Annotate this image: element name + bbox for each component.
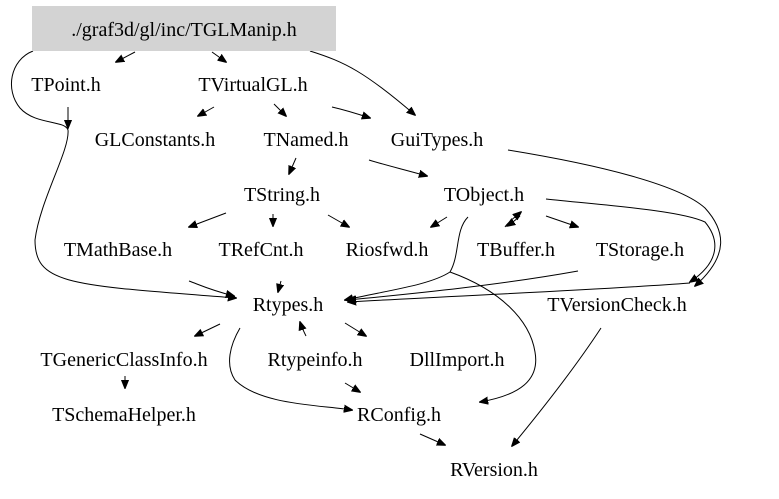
node-label: GLConstants.h [95,129,216,151]
node-label: TStorage.h [596,239,684,261]
node-tstring[interactable]: TString.h [244,184,320,206]
node-rtypeinfo[interactable]: Rtypeinfo.h [268,349,363,371]
node-label: TVirtualGL.h [198,74,307,96]
node-glconstants[interactable]: GLConstants.h [95,129,216,151]
node-label: TVersionCheck.h [547,294,686,316]
node-label: Rtypeinfo.h [268,349,363,371]
node-tnamed[interactable]: TNamed.h [264,129,349,151]
node-label: TPoint.h [31,74,100,96]
node-label: GuiTypes.h [391,129,483,151]
node-label: TMathBase.h [64,239,172,261]
edge-rtypes-to-rtypeinfo [300,322,306,337]
node-label: Riosfwd.h [346,239,429,261]
node-tversioncheck[interactable]: TVersionCheck.h [547,294,686,316]
edge-rconfig-to-rversion [419,433,445,445]
node-label: TSchemaHelper.h [52,404,196,426]
node-tstorage[interactable]: TStorage.h [596,239,684,261]
node-tschemahelper[interactable]: TSchemaHelper.h [52,404,196,426]
node-tgenericclassinfo[interactable]: TGenericClassInfo.h [40,349,207,371]
node-label: DllImport.h [410,349,505,371]
node-label: RVersion.h [450,459,538,481]
edge-tnamed-to-tstring [289,157,297,174]
edge-tglmanip-to-guitypes [309,50,415,115]
edge-rtypes-to-tgenericclassinfo [195,323,221,336]
node-label: RConfig.h [357,404,441,426]
edge-tobject-to-rconfig [449,271,537,402]
node-dllimport[interactable]: DllImport.h [410,349,505,371]
edge-tvirtualgl-to-tnamed [273,103,286,116]
edge-tobject-to-tstorage [545,215,578,227]
node-label: TObject.h [444,184,524,206]
node-trefcnt[interactable]: TRefCnt.h [219,239,304,261]
edge-rtypeinfo-to-rconfig [344,382,360,392]
edge-tglmanip-to-tpoint [116,51,136,62]
edge-tglmanip-to-rtypes [11,50,236,298]
node-rtypes[interactable]: Rtypes.h [253,294,324,316]
node-tmathbase[interactable]: TMathBase.h [64,239,172,261]
edge-tnamed-to-tobject [368,159,427,176]
node-guitypes[interactable]: GuiTypes.h [391,129,483,151]
node-label: Rtypes.h [253,294,324,316]
root-node-box [32,6,336,51]
node-rversion[interactable]: RVersion.h [450,459,538,481]
edge-tversioncheck-to-rversion [512,327,602,446]
edge-tobject-to-rtypes [345,216,469,300]
edge-guitypes-to-tversioncheck [507,149,722,286]
edge-tvirtualgl-to-guitypes [331,106,370,118]
edge-trefcnt-to-rtypes [278,280,281,292]
edge-tglmanip-to-tvirtualgl [211,51,226,62]
node-tpoint[interactable]: TPoint.h [31,74,100,96]
edges-layer [11,50,722,446]
node-tobject[interactable]: TObject.h [444,184,524,206]
edge-tobject-to-tversioncheck [545,198,716,282]
node-tglmanip[interactable]: ./graf3d/gl/inc/TGLManip.h [32,6,336,51]
edge-tstorage-to-rtypes [348,270,579,300]
edge-tstring-to-riosfwd [327,214,349,227]
node-label: TString.h [244,184,320,206]
node-tvirtualgl[interactable]: TVirtualGL.h [198,74,307,96]
node-riosfwd[interactable]: Riosfwd.h [346,239,429,261]
node-rconfig[interactable]: RConfig.h [357,404,441,426]
edge-rtypes-to-dllimport [344,322,366,336]
edge-tobject-to-tbuffer [507,215,521,226]
node-label: TGenericClassInfo.h [40,349,207,371]
node-tbuffer[interactable]: TBuffer.h [477,239,555,261]
edge-tvirtualgl-to-glconstants [198,106,215,116]
edge-tversioncheck-to-rtypes [348,282,691,302]
edge-tobject-to-riosfwd [431,216,448,227]
node-label: TBuffer.h [477,239,555,261]
edge-tstring-to-tmathbase [189,212,227,227]
node-label: TRefCnt.h [219,239,304,261]
node-label: ./graf3d/gl/inc/TGLManip.h [71,19,297,41]
edge-rtypes-to-rconfig [229,327,352,410]
edge-tbuffer-to-tobject [504,212,521,228]
node-label: TNamed.h [264,129,349,151]
edge-tmathbase-to-rtypes [188,280,234,296]
